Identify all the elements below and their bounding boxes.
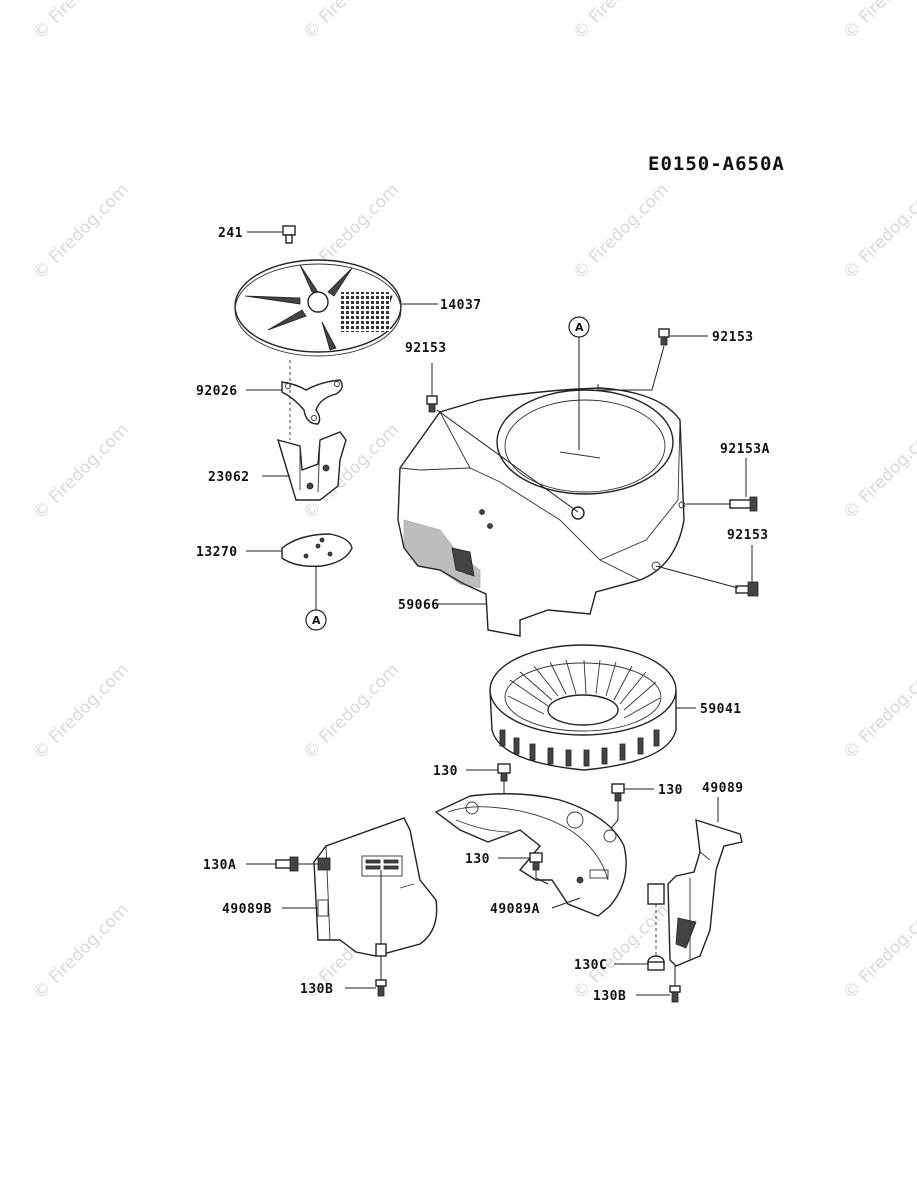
bolt-92153-top-left: [426, 395, 438, 413]
label-14037: 14037: [440, 298, 482, 313]
label-23062: 23062: [208, 470, 250, 485]
plate-13270: [281, 533, 353, 568]
label-92153a: 92153A: [720, 442, 770, 457]
blower-housing-59066: [397, 387, 686, 637]
bolt-130-right: [611, 783, 625, 802]
cover-49089b: [313, 817, 438, 957]
label-59066: 59066: [398, 598, 440, 613]
bolt-130-mid: [497, 763, 511, 782]
watermark: © Firedog.com: [29, 420, 133, 524]
label-130-mid: 130: [433, 764, 458, 779]
reference-mark-a: [305, 609, 327, 631]
screen-14037: [234, 259, 402, 357]
plate-92026: [281, 379, 343, 425]
watermark: © Firedog.com: [839, 420, 917, 524]
watermark: © Firedog.com: [569, 0, 673, 44]
label-49089a: 49089A: [490, 902, 540, 917]
fan-59041: [489, 644, 677, 771]
label-130-lower: 130: [465, 852, 490, 867]
label-130a: 130A: [203, 858, 236, 873]
label-49089b: 49089B: [222, 902, 272, 917]
label-241: 241: [218, 226, 243, 241]
bolt-92153a: [729, 496, 758, 512]
bolt-130b-right: [669, 985, 681, 1003]
label-92026: 92026: [196, 384, 238, 399]
watermark: © Firedog.com: [839, 660, 917, 764]
bolt-92153-right: [735, 581, 759, 597]
watermark: © Firedog.com: [839, 180, 917, 284]
label-59041: 59041: [700, 702, 742, 717]
watermark: © Firedog.com: [569, 900, 673, 1004]
cover-49089: [647, 819, 743, 967]
label-130-right: 130: [658, 783, 683, 798]
label-92153-top-right: 92153: [712, 330, 754, 345]
label-92153-right: 92153: [727, 528, 769, 543]
label-92153-top-left: 92153: [405, 341, 447, 356]
reference-mark-a-label: A: [312, 614, 321, 627]
watermark: © Firedog.com: [839, 0, 917, 44]
screen-mesh: [340, 292, 390, 332]
watermark: © Firedog.com: [299, 660, 403, 764]
bolt-130a: [275, 856, 299, 872]
label-130c: 130C: [574, 958, 607, 973]
watermark: © Firedog.com: [299, 0, 403, 44]
label-13270: 13270: [196, 545, 238, 560]
bracket-23062: [276, 431, 347, 501]
watermark: © Firedog.com: [839, 900, 917, 1004]
watermark: © Firedog.com: [569, 180, 673, 284]
bolt-92153-top-right: [658, 328, 670, 346]
bolt-241: [282, 225, 296, 244]
diagram-code: E0150-A650A: [648, 153, 785, 175]
watermark: © Firedog.com: [29, 180, 133, 284]
nut-130c: [647, 955, 665, 971]
baffle-49089a: [434, 793, 627, 917]
bolt-130b-left: [375, 979, 387, 997]
label-49089: 49089: [702, 781, 744, 796]
watermark: © Firedog.com: [29, 660, 133, 764]
watermark: © Firedog.com: [29, 900, 133, 1004]
label-130b-left: 130B: [300, 982, 333, 997]
label-130b-right: 130B: [593, 989, 626, 1004]
watermark: © Firedog.com: [29, 0, 133, 44]
reference-mark-a-top-label: A: [575, 321, 584, 334]
